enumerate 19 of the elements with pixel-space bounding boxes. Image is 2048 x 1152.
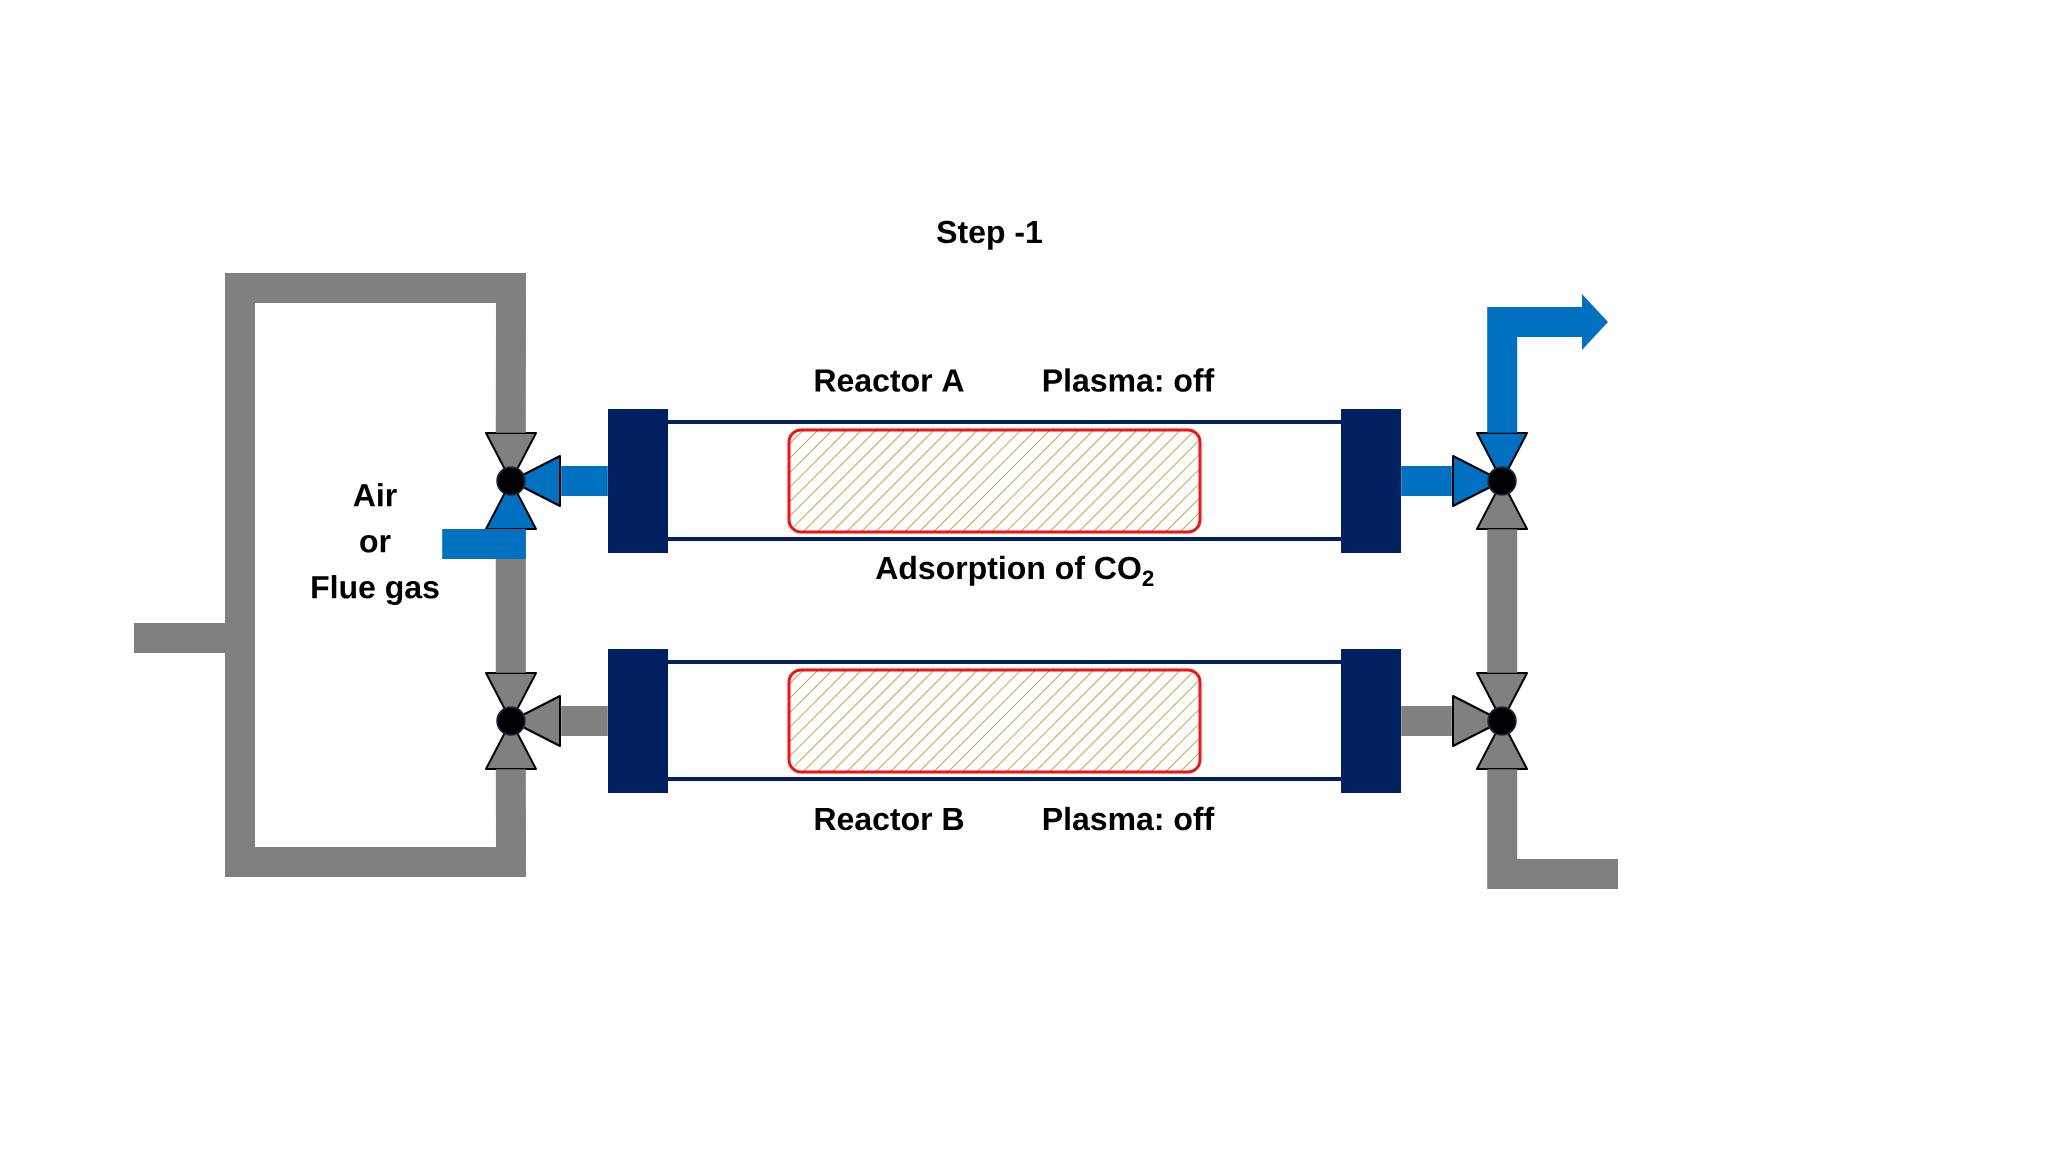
pipe	[1487, 529, 1518, 673]
valve	[1452, 672, 1528, 770]
pipe	[561, 706, 608, 736]
valve	[485, 672, 561, 770]
title: Step -1	[937, 220, 1042, 250]
pipe	[134, 623, 225, 653]
pipe	[1401, 466, 1452, 496]
valve	[1452, 432, 1528, 530]
valve	[485, 432, 561, 530]
reactor-label: Reactor A	[815, 369, 964, 392]
pipe	[225, 273, 527, 638]
pipe	[561, 466, 608, 496]
plasma-status: Plasma: off	[1043, 368, 1215, 392]
pipe	[1401, 706, 1452, 736]
reactor-label: Reactor B	[815, 808, 964, 831]
inlet-label: Air or Flue gas	[312, 483, 439, 605]
process-label: Adsorption of CO$_{2}$	[876, 555, 1154, 587]
pipe	[225, 638, 527, 877]
plasma-status: Plasma: off	[1043, 806, 1215, 831]
